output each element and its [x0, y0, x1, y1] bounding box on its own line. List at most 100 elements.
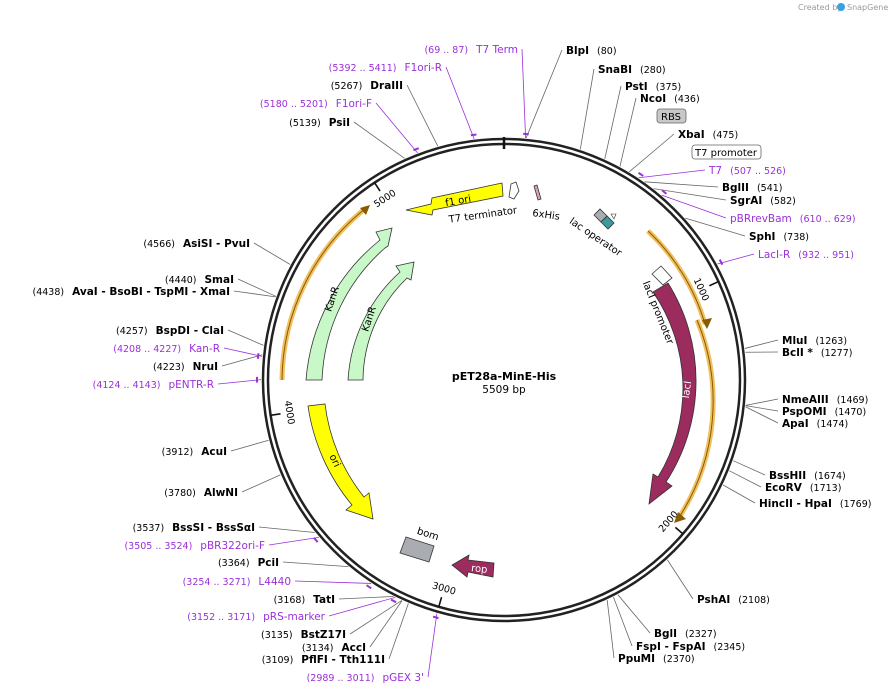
site-name: pBR322ori-F: [200, 540, 265, 552]
site-position: (436): [674, 94, 700, 105]
site-name: SnaBI: [598, 64, 632, 76]
feature-bom: bom: [399, 526, 441, 563]
site-position: (375): [656, 82, 682, 93]
site-position: (3364): [218, 558, 250, 569]
site-name: AcuI: [201, 446, 227, 458]
site-leader: [258, 526, 315, 533]
site-leader: [745, 406, 779, 424]
site-leader: [661, 194, 727, 219]
feature-label-bom: bom: [416, 526, 441, 543]
site-name: PsiI: [329, 117, 350, 129]
enzyme-label: SgrAI(582): [730, 195, 796, 207]
site-leader: [745, 398, 779, 406]
primer-label: T7(507 .. 526): [708, 165, 786, 177]
site-name: NruI: [193, 361, 218, 373]
primer-mark: [432, 615, 439, 620]
primer-label: (3152 .. 3171) pRS-marker: [187, 611, 325, 623]
enzyme-label: BssHII(1674): [769, 470, 846, 482]
site-leader: [217, 379, 262, 385]
enzyme-label: PspOMI(1470): [782, 406, 866, 418]
site-position: (1470): [835, 407, 867, 418]
enzyme-label: NmeAIII (1469): [782, 394, 868, 406]
credit-prefix: Created by: [798, 3, 842, 12]
site-name: PciI: [258, 557, 279, 569]
feature-label-lac-operator: lac operator: [567, 216, 624, 259]
site-leader: [233, 290, 276, 298]
feature-ori: ori: [307, 403, 374, 520]
site-name: XbaI: [678, 129, 705, 141]
site-leader: [375, 102, 418, 154]
site-position: (280): [640, 65, 666, 76]
site-position: (3152 .. 3171): [187, 612, 255, 623]
enzyme-label: (4440)SmaI: [165, 274, 234, 286]
enzyme-label: PpuMI (2370): [618, 653, 695, 665]
site-leader: [717, 253, 755, 265]
site-position: (4223): [153, 362, 185, 373]
site-name: PpuMI: [618, 653, 655, 665]
site-position: (5392 .. 5411): [329, 63, 397, 74]
site-leader: [619, 97, 637, 167]
site-position: (1469): [837, 395, 869, 406]
site-leader: [606, 599, 615, 659]
site-leader: [328, 596, 396, 617]
site-position: (3537): [133, 523, 165, 534]
site-name: F1ori-R: [405, 62, 442, 74]
site-name: BglII: [722, 182, 749, 194]
site-leader: [445, 66, 475, 139]
primer-mark: [256, 353, 260, 359]
enzyme-label: (3109)PflFI - Tth111I: [262, 654, 385, 666]
enzyme-label: BlpI(80): [566, 45, 617, 57]
site-leader: [282, 561, 349, 568]
site-position: (3780): [164, 488, 196, 499]
primer-label: (5180 .. 5201)F1ori-F: [260, 98, 372, 110]
site-position: (3168): [274, 595, 306, 606]
primer-label: (2989 .. 3011)pGEX 3': [307, 672, 424, 684]
site-position: (2327): [685, 629, 717, 640]
plasmid-name: pET28a-MinE-His: [452, 370, 557, 383]
feature-rop: rop: [451, 554, 495, 578]
site-leader: [617, 594, 651, 634]
orf-arc-1-edge: [647, 230, 706, 325]
primer-mark: [523, 132, 529, 136]
enzyme-label: PstI(375): [625, 81, 681, 93]
enzyme-label: (3135)BstZ17I: [261, 629, 346, 641]
site-position: (3505 .. 3524): [124, 541, 192, 552]
site-position: (2370): [663, 654, 695, 665]
enzyme-label: (4438)AvaI - BsoBI - TspMI - XmaI: [33, 286, 230, 298]
site-name: EcoRV: [765, 482, 803, 494]
site-leader: [579, 68, 595, 150]
site-name: AccI: [342, 642, 366, 654]
scale-tick: [709, 280, 719, 287]
orf-arc-2-head: [674, 512, 686, 523]
site-leader: [745, 405, 779, 412]
feature-f1-ori: f1 ori: [405, 182, 504, 216]
enzyme-label: (4566)AsiSI - PvuI: [143, 238, 250, 250]
primer-mark: [313, 537, 319, 543]
primer-mark: [365, 584, 372, 590]
site-position: (738): [783, 232, 809, 243]
enzyme-label: (5267)DraIII: [331, 80, 403, 92]
site-leader: [629, 133, 675, 173]
site-name: NmeAIII: [782, 394, 829, 406]
feature-label-rop: rop: [471, 563, 488, 576]
site-position: (1674): [814, 471, 846, 482]
site-leader: [729, 470, 762, 488]
rbs-label: RBS: [661, 112, 681, 123]
site-position: (610 .. 629): [800, 214, 856, 225]
site-position: (80): [597, 46, 617, 57]
t7-promoter-label: T7 promoter: [694, 148, 758, 159]
primer-label: (4208 .. 4227)Kan-R: [113, 343, 220, 355]
primer-mark: [637, 172, 644, 177]
site-position: (541): [757, 183, 783, 194]
site-name: TatI: [313, 594, 335, 606]
site-leader: [241, 474, 281, 493]
site-position: (3254 .. 3271): [183, 577, 251, 588]
site-leader: [613, 596, 633, 647]
site-leader: [685, 217, 746, 237]
site-position: (3912): [162, 447, 194, 458]
site-leader: [667, 559, 694, 600]
site-position: (2345): [714, 642, 746, 653]
site-position: (4566): [143, 239, 175, 250]
site-name: pRS-marker: [263, 611, 326, 623]
